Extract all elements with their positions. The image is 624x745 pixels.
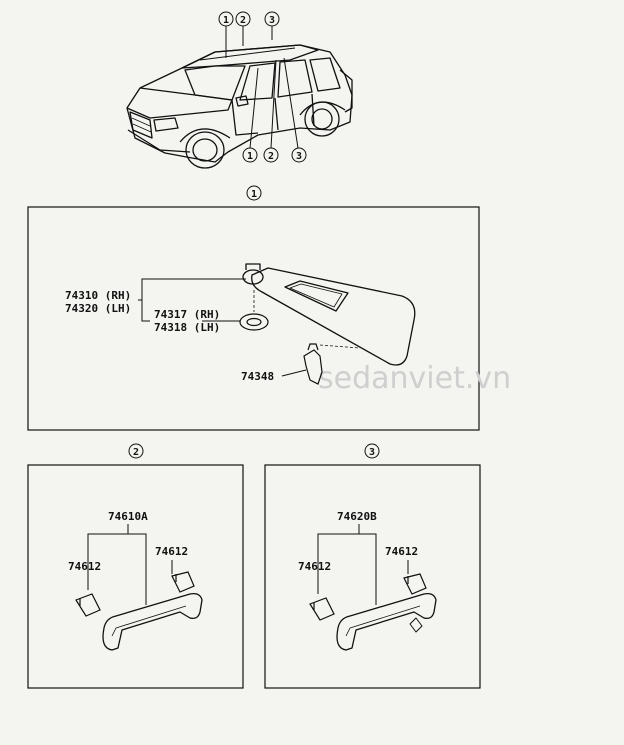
callout-bottom-1: 1 — [242, 147, 258, 163]
panel-1-callout: 1 — [246, 185, 262, 201]
callout-bottom-2: 2 — [263, 147, 279, 163]
part-74612-right-b: 74612 — [385, 545, 418, 558]
panel-1-leaders — [138, 278, 307, 377]
svg-text:1: 1 — [223, 15, 229, 26]
part-74317-rh: 74317 (RH) — [154, 308, 220, 321]
part-74610a: 74610A — [108, 510, 148, 523]
visor-holder — [239, 290, 269, 331]
svg-text:2: 2 — [268, 151, 274, 162]
callout-top-3: 3 — [264, 11, 280, 27]
part-74612-right-a: 74612 — [155, 545, 188, 558]
watermark: sedanviet.vn — [318, 361, 511, 396]
top-leaders — [225, 26, 299, 149]
svg-text:2: 2 — [240, 15, 246, 26]
sun-visor — [242, 263, 416, 366]
assist-grip-b — [336, 592, 437, 651]
part-74620b: 74620B — [337, 510, 377, 523]
svg-text:2: 2 — [133, 447, 139, 458]
panel-2-frame — [27, 464, 244, 689]
panel-2-leaders — [87, 524, 173, 605]
visor-clip — [303, 343, 361, 385]
part-74348: 74348 — [241, 370, 274, 383]
callout-top-1: 1 — [218, 11, 234, 27]
part-74318-lh: 74318 (LH) — [154, 321, 220, 334]
panel-3-callout: 3 — [364, 443, 380, 459]
svg-text:3: 3 — [296, 151, 302, 162]
panel-1-frame — [27, 206, 480, 431]
svg-text:3: 3 — [369, 447, 375, 458]
part-74320-lh: 74320 (LH) — [65, 302, 131, 315]
grip-cover-right-a — [171, 571, 195, 593]
panel-3-leaders — [317, 524, 409, 605]
grip-cover-left-b — [309, 597, 335, 621]
assist-grip-a — [102, 592, 203, 651]
panel-2-callout: 2 — [128, 443, 144, 459]
part-74310-rh: 74310 (RH) — [65, 289, 131, 302]
grip-cover-right-b — [403, 573, 427, 595]
svg-text:1: 1 — [251, 189, 257, 200]
svg-text:1: 1 — [247, 151, 253, 162]
grip-cover-left-a — [75, 593, 101, 617]
svg-text:3: 3 — [269, 15, 275, 26]
vehicle-illustration — [126, 44, 353, 169]
part-74612-left-b: 74612 — [298, 560, 331, 573]
callout-top-2: 2 — [235, 11, 251, 27]
part-74612-left-a: 74612 — [68, 560, 101, 573]
callout-bottom-3: 3 — [291, 147, 307, 163]
panel-3-frame — [264, 464, 481, 689]
